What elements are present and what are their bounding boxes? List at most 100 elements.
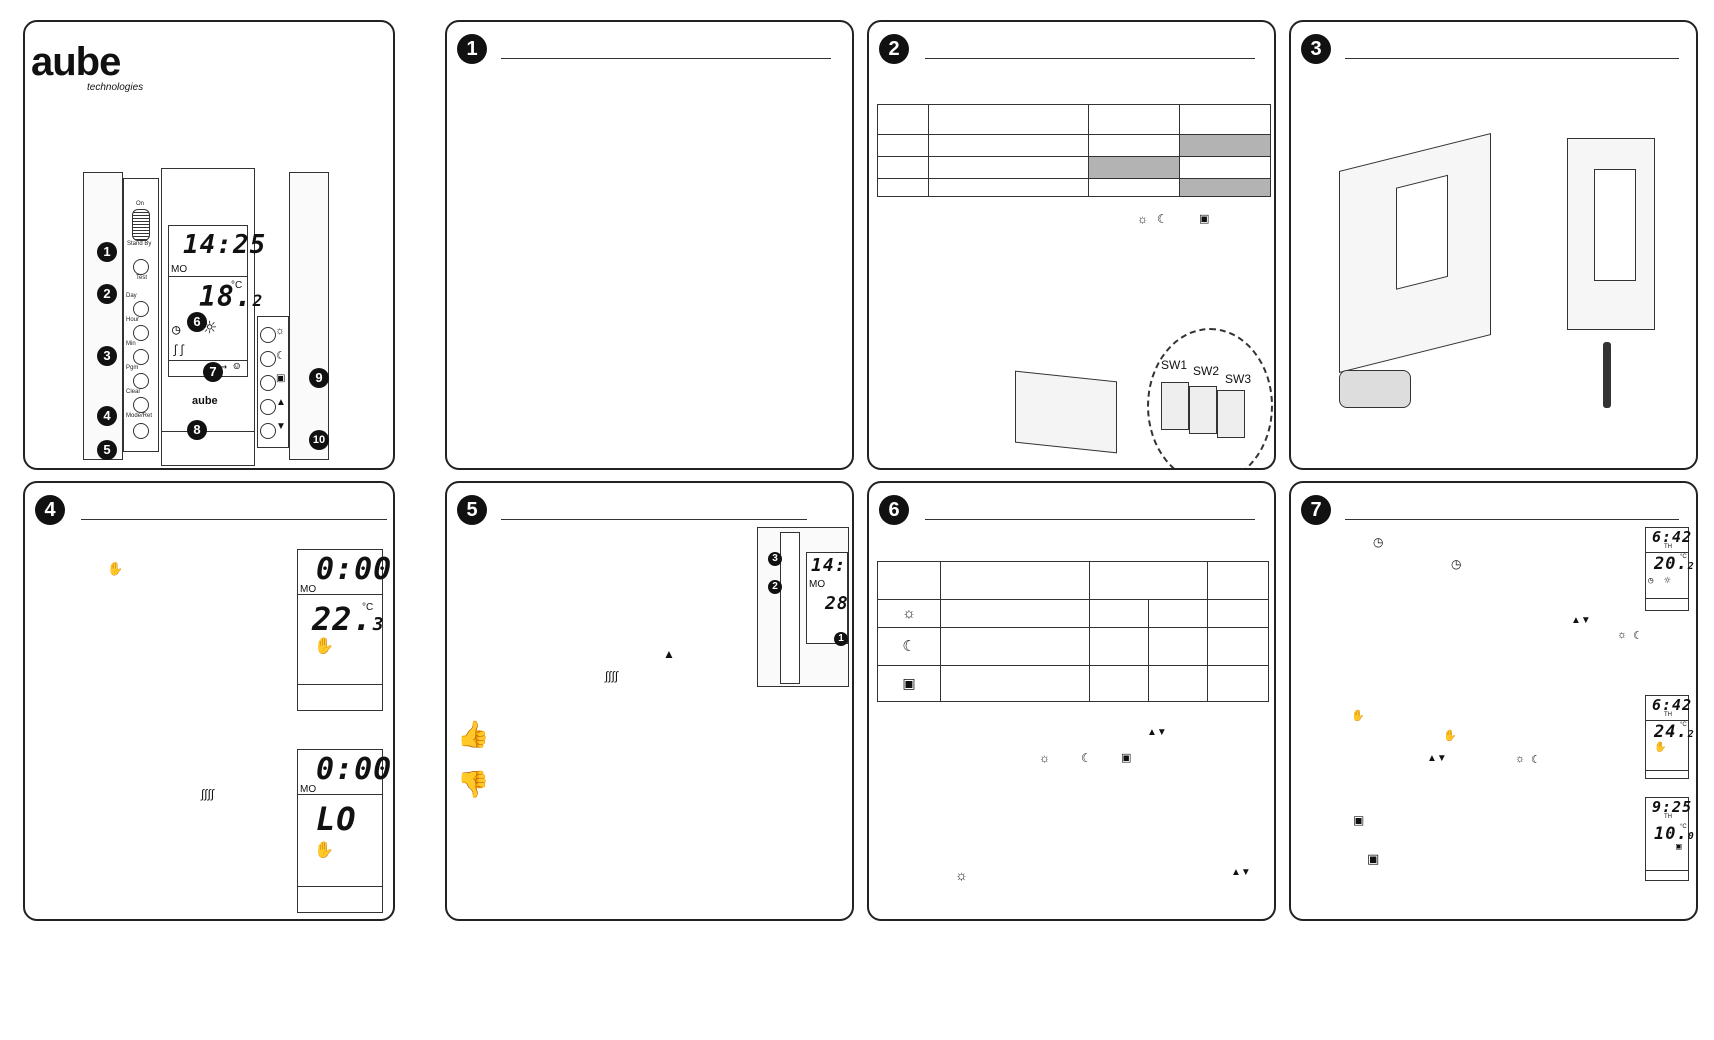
brand-logo-text: aube <box>31 40 121 84</box>
hand-icon: ✋ <box>107 561 124 576</box>
test-label: Test <box>136 275 148 281</box>
section-4-rule <box>81 519 387 520</box>
switch-on-label: On <box>136 201 145 207</box>
panel4-lcd-1: 0:00 MO 22.3 °C ✋ <box>297 549 391 711</box>
thermostat-back-illustration <box>1015 370 1117 454</box>
callout-3: 3 <box>97 346 117 366</box>
suitcase-icon: ▣ <box>902 674 916 691</box>
panel7-lcd-2-temp: 24.2 <box>1654 722 1695 742</box>
suitcase-icon: ▣ <box>1121 752 1132 764</box>
panel-section-2: 2 ☼ ☾ ▣ SW1 SW2 SW3 <box>867 20 1276 470</box>
panel7-lcd-2: 6:42 TH 24.2 °C ✋ <box>1645 695 1694 779</box>
rotate-arrow-icon <box>1339 370 1411 408</box>
moon-icon: ☾ <box>276 350 286 362</box>
up-down-arrow-icon: ▲▼ <box>1147 727 1167 738</box>
up-arrow-icon: ▲ <box>276 397 286 408</box>
min-label: Min <box>126 341 136 347</box>
panel7-lcd-3-time: 9:25 <box>1652 798 1693 816</box>
callout-2: 2 <box>97 284 117 304</box>
lcd-unit: °C <box>231 280 243 291</box>
section-6-rule <box>925 519 1255 520</box>
panel-section-1: 1 <box>445 20 854 470</box>
sun-icon: ☼ <box>1039 751 1050 765</box>
clear-label: Clear <box>126 389 141 395</box>
section-6-badge: 6 <box>879 495 909 525</box>
shaded-cell <box>1179 178 1271 197</box>
on-standby-switch <box>132 209 150 241</box>
panel-section-4: 4 ✋ 0:00 MO 22.3 °C ✋ ∫∫∫∫ 0:00 MO LO ✋ <box>23 481 395 921</box>
up-down-arrow-icon: ▲▼ <box>1571 615 1591 626</box>
sun-icon: ☼ <box>1664 574 1671 587</box>
mini-device-illustration: 14: MO 28 3 2 1 <box>757 527 849 687</box>
moon-icon: ☾ <box>1157 212 1168 226</box>
thumbs-down-icon: 👎 <box>457 769 490 799</box>
callout-6: 6 <box>187 312 207 332</box>
night-mode-button <box>260 351 276 367</box>
up-down-arrow-icon: ▲▼ <box>1231 867 1251 878</box>
panel7-lcd-2-day: TH <box>1664 712 1672 718</box>
up-button <box>260 399 276 415</box>
panel7-lcd-2-unit: °C <box>1680 722 1687 728</box>
button-column: On Stand By Test Day Hour Min Pgm Clear … <box>123 178 159 452</box>
panel7-lcd-1-temp: 20.2 <box>1654 554 1695 574</box>
callout-4: 4 <box>97 406 117 426</box>
callout-10: 10 <box>309 430 329 450</box>
callout-7: 7 <box>203 362 223 382</box>
panel7-lcd-1-day: TH <box>1664 544 1672 550</box>
clear-button <box>133 397 149 413</box>
sun-icon: ☼ <box>1515 753 1526 765</box>
callout-9: 9 <box>309 368 329 388</box>
panel4-lcd-2: 0:00 MO LO ✋ <box>297 749 391 913</box>
shaded-cell <box>1179 134 1271 157</box>
dip-switch-2 <box>1189 386 1217 434</box>
panel5-callout-1: 1 <box>834 632 848 646</box>
up-down-arrow-icon: ▲▼ <box>1427 753 1447 764</box>
panel7-lcd-3: 9:25 TH 10.0 °C ▣ <box>1645 797 1694 881</box>
section-5-badge: 5 <box>457 495 487 525</box>
clock-icon: ◷ <box>1373 535 1384 549</box>
thermostat-illustration: On Stand By Test Day Hour Min Pgm Clear … <box>83 168 329 466</box>
mini-lcd-day: MO <box>809 579 826 590</box>
panel5-callout-3: 3 <box>768 552 782 566</box>
dip-label-sw1: SW1 <box>1161 358 1188 372</box>
dip-switch-3 <box>1217 390 1245 438</box>
panel7-lcd-3-unit: °C <box>1680 824 1687 830</box>
moon-icon: ☾ <box>1081 751 1092 765</box>
day-button <box>133 301 149 317</box>
up-arrow-icon: ▲ <box>663 647 675 661</box>
section-3-badge: 3 <box>1301 34 1331 64</box>
panel4-lcd-1-time: 0:00 <box>316 552 393 587</box>
thermostat-screen <box>1594 169 1636 281</box>
section-7-badge: 7 <box>1301 495 1331 525</box>
down-button <box>260 423 276 439</box>
callout-8: 8 <box>187 420 207 440</box>
panel-overview: aube technologies On Stand By Test Day H… <box>23 20 395 470</box>
pgm-button <box>133 373 149 389</box>
hand-icon: ✋ <box>314 636 334 655</box>
mini-button-column <box>780 532 800 684</box>
thermostat-open-illustration <box>1339 133 1491 373</box>
lcd-temp: 18.2 <box>199 280 264 313</box>
lcd-day: MO <box>171 264 188 275</box>
sun-icon: ☼ <box>902 604 916 622</box>
device-brand: aube <box>192 395 218 407</box>
screwdriver-icon <box>1603 342 1611 408</box>
panel7-lcd-3-day: TH <box>1664 814 1672 820</box>
section-2-rule <box>925 58 1255 59</box>
suitcase-icon: ▣ <box>1353 813 1365 827</box>
device-body: 14:25 MO 18.2 °C ◷ ☼ ∫∫ ⌂ → ☺ aube <box>161 168 265 466</box>
panel7-lcd-2-time: 6:42 <box>1652 696 1693 714</box>
right-door <box>289 172 329 460</box>
moon-icon: ☾ <box>1633 630 1643 642</box>
sun-icon: ☼ <box>955 867 968 883</box>
section-4-badge: 4 <box>35 495 65 525</box>
min-button <box>133 349 149 365</box>
heat-icon: ∫∫ <box>172 344 186 357</box>
down-arrow-icon: ▼ <box>276 421 286 432</box>
brand-logo: aube technologies <box>31 40 143 93</box>
hour-button <box>133 325 149 341</box>
mini-lcd-time: 14: <box>811 555 847 576</box>
panel4-lcd-2-time: 0:00 <box>316 752 393 787</box>
heat-icon: ∫∫∫∫ <box>201 787 215 801</box>
dip-label-sw2: SW2 <box>1193 364 1220 378</box>
